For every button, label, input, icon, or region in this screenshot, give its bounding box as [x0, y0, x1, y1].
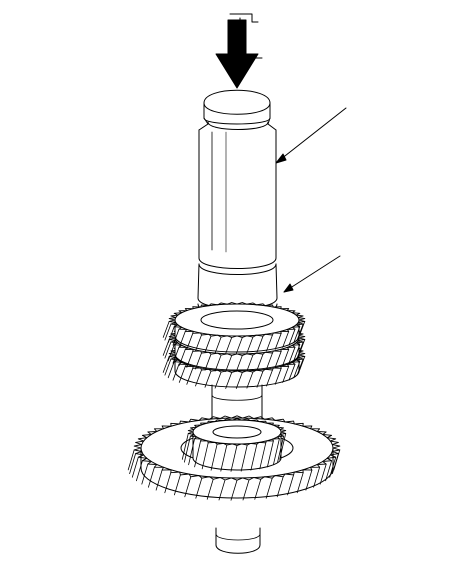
- press-arrow-icon: [216, 14, 262, 88]
- callout-leader-race: [284, 256, 340, 292]
- lower-small-gear: [182, 419, 285, 472]
- installer-tube: [199, 90, 276, 274]
- shaft-end: [216, 528, 260, 553]
- upper-gear-top: [163, 303, 305, 354]
- callout-leader-tube: [276, 108, 346, 163]
- upper-gear-cluster: [163, 303, 305, 389]
